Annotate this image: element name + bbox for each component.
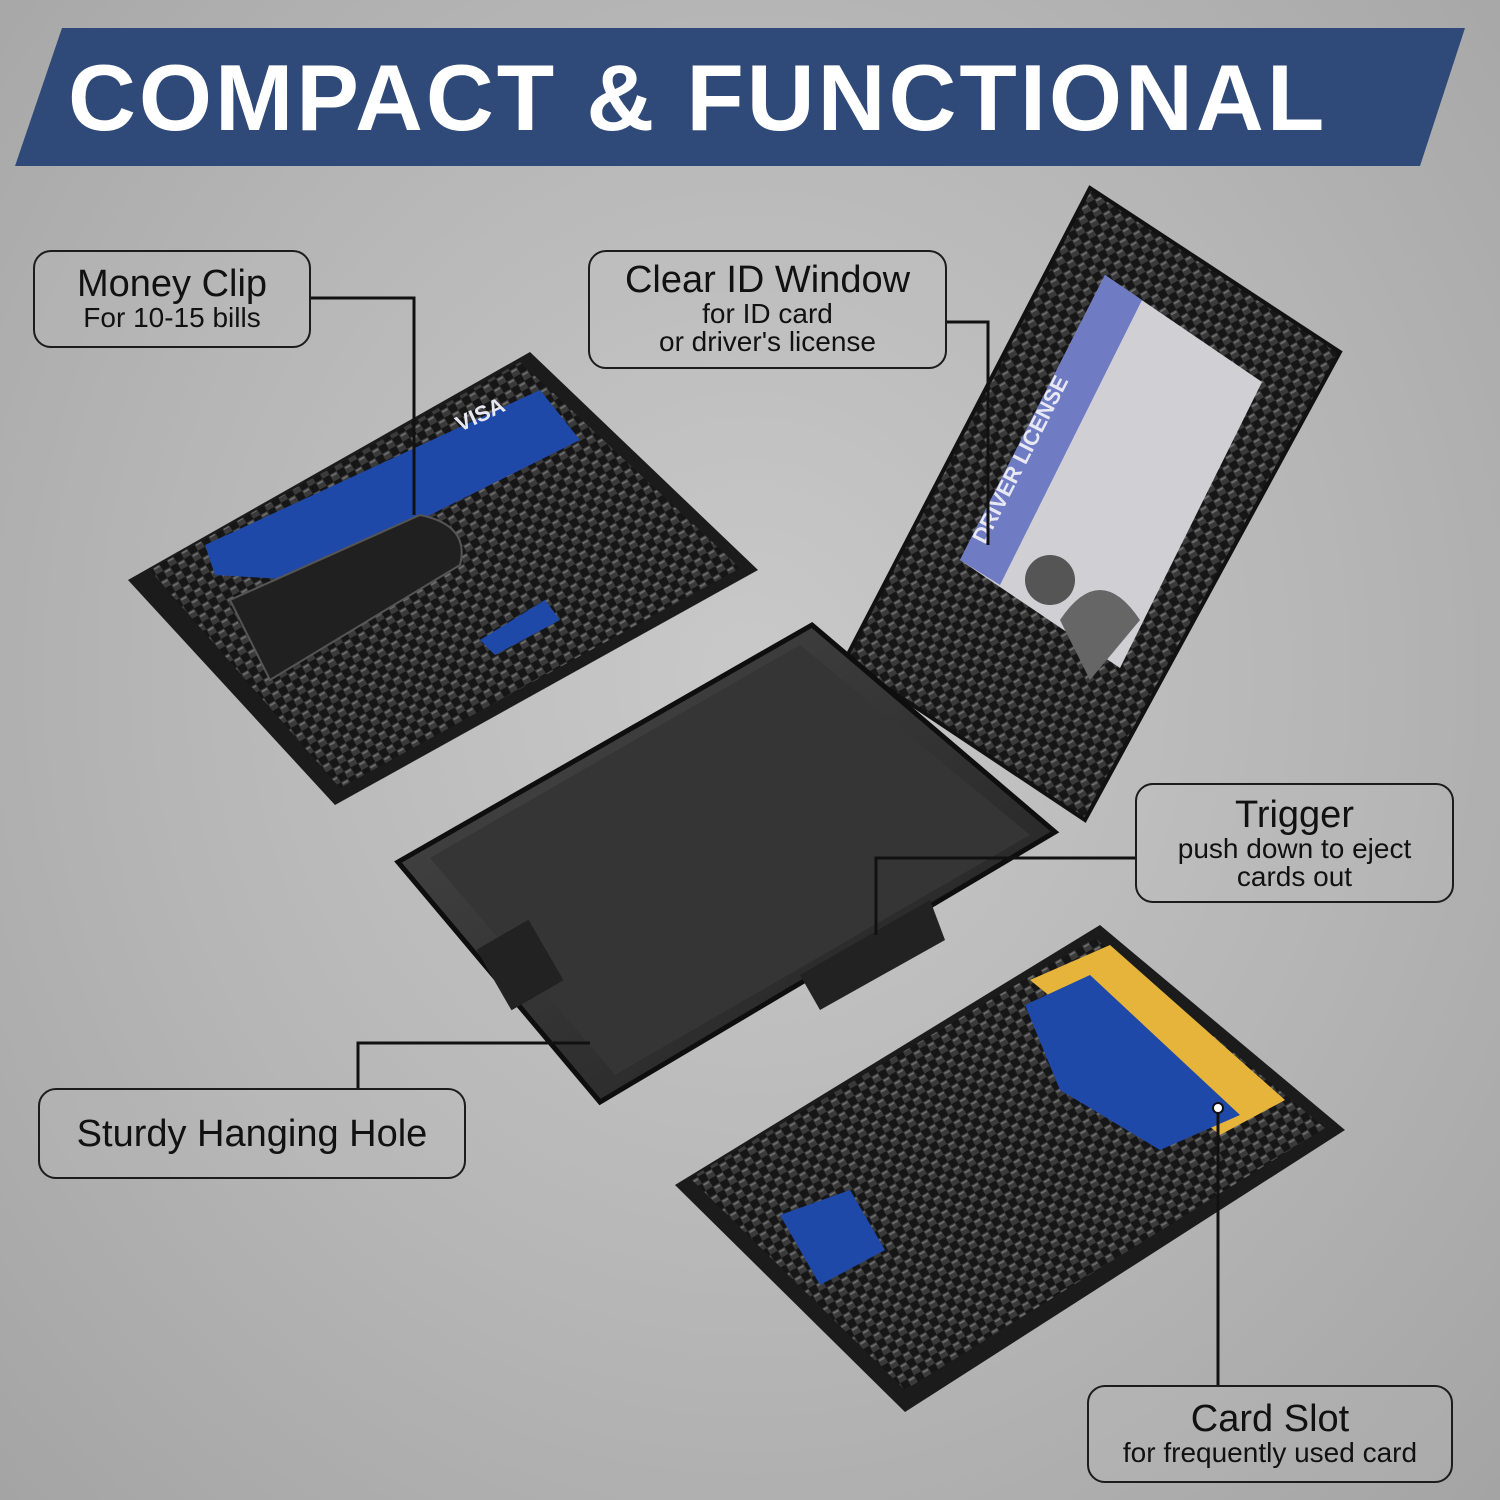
callout-card-slot: Card Slot for frequently used card bbox=[1087, 1385, 1453, 1483]
hanging-hole bbox=[476, 919, 564, 1011]
money-clip bbox=[228, 513, 463, 682]
wallet-money-clip: VISA bbox=[128, 352, 758, 805]
visa-card bbox=[205, 390, 580, 580]
callout-title: Trigger bbox=[1235, 794, 1354, 836]
callout-subtitle: push down to eject bbox=[1177, 833, 1412, 864]
callout-subtitle: or driver's license bbox=[659, 326, 876, 357]
callout-money-clip: Money Clip For 10-15 bills bbox=[33, 250, 311, 348]
wallet-card-slot bbox=[675, 925, 1345, 1412]
callout-title: Clear ID Window bbox=[624, 259, 911, 301]
callout-title: Money Clip bbox=[76, 263, 268, 305]
callout-clear-id-window: Clear ID Window for ID card or driver's … bbox=[588, 250, 947, 369]
id-card bbox=[960, 275, 1142, 585]
callout-title: Card Slot bbox=[1190, 1398, 1350, 1440]
callout-title: Sturdy Hanging Hole bbox=[76, 1113, 428, 1155]
callout-subtitle: for ID card bbox=[702, 298, 833, 329]
front-visa-card bbox=[1025, 975, 1240, 1150]
leader-lines bbox=[310, 296, 1220, 1385]
callout-subtitle: For 10-15 bills bbox=[83, 302, 261, 333]
headline: COMPACT & FUNCTIONAL bbox=[68, 45, 1328, 150]
wallet-open-id: DRIVER LICENSE bbox=[394, 185, 1343, 1106]
headline-banner bbox=[15, 28, 1465, 166]
trigger bbox=[800, 900, 945, 1010]
card-slot-pointer-dot bbox=[1212, 1102, 1224, 1114]
callout-subtitle: for frequently used card bbox=[1122, 1437, 1418, 1468]
callout-sturdy-hanging-hole: Sturdy Hanging Hole bbox=[38, 1088, 466, 1179]
callout-subtitle: cards out bbox=[1236, 861, 1353, 892]
callout-trigger: Trigger push down to eject cards out bbox=[1135, 783, 1454, 903]
